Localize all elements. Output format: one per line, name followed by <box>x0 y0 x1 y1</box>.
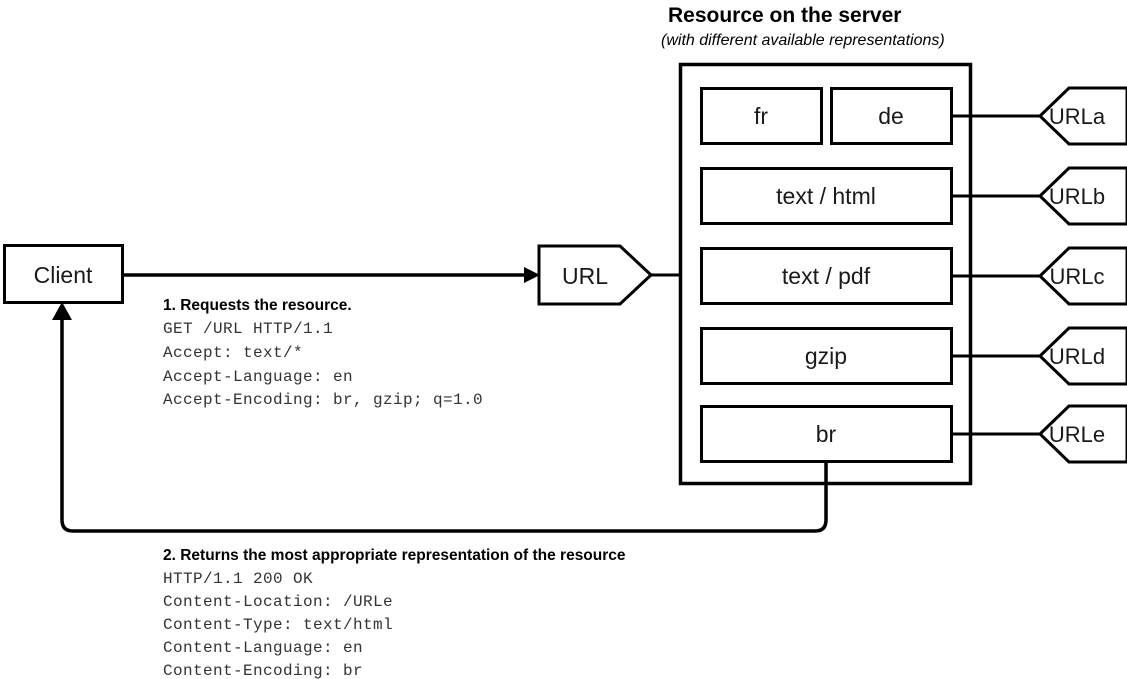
step-response-line-4: Content-Encoding: br <box>163 662 363 679</box>
diagram-title: Resource on the server <box>668 4 901 27</box>
url-tag-label-urle: URLe <box>1049 422 1105 447</box>
url-tag-shape-urlb[interactable] <box>1037 166 1127 226</box>
step-response-line-0: HTTP/1.1 200 OK <box>163 570 313 588</box>
representation-box-gzip[interactable] <box>700 327 953 385</box>
representation-label-gzip: gzip <box>805 343 847 369</box>
step-request-line-0: GET /URL HTTP/1.1 <box>163 320 333 338</box>
url-tag-label-urlc: URLc <box>1049 264 1104 289</box>
url-tag-label-urld: URLd <box>1049 344 1105 369</box>
diagram-subtitle: (with different available representation… <box>661 32 945 49</box>
representation-label-text-pdf: text / pdf <box>782 263 871 289</box>
step-response-line-1: Content-Location: /URLe <box>163 593 393 611</box>
request-arrowhead-icon <box>524 267 540 283</box>
step-response-line-3: Content-Language: en <box>163 639 363 657</box>
url-request-label: URL <box>562 263 608 289</box>
response-flow-line <box>60 314 828 533</box>
step-request-line-3: Accept-Encoding: br, gzip; q=1.0 <box>163 391 483 409</box>
step-request-line-2: Accept-Language: en <box>163 368 353 386</box>
step-request-line-1: Accept: text/* <box>163 344 303 362</box>
url-tag-shape-urle[interactable] <box>1037 404 1127 464</box>
representation-label-de: de <box>878 103 904 129</box>
representation-box-de[interactable] <box>830 87 953 145</box>
step-request-title: 1. Requests the resource. <box>163 297 352 314</box>
representation-box-text-pdf[interactable] <box>700 247 953 305</box>
step-response-line-2: Content-Type: text/html <box>163 616 393 634</box>
url-request-shape[interactable] <box>537 244 654 306</box>
step-response-title: 2. Returns the most appropriate represen… <box>163 547 626 564</box>
representation-label-br: br <box>816 421 837 447</box>
url-tag-label-urla: URLa <box>1049 104 1106 129</box>
url-tag-shape-urld[interactable] <box>1037 326 1127 386</box>
url-tag-shape-urlc[interactable] <box>1037 246 1127 306</box>
representation-label-text-html: text / html <box>776 183 876 209</box>
url-tag-label-urlb: URLb <box>1049 184 1105 209</box>
representation-box-fr[interactable] <box>700 87 823 145</box>
representation-box-br[interactable] <box>700 405 953 463</box>
client-label: Client <box>34 262 93 288</box>
url-tag-shape-urla[interactable] <box>1037 86 1127 146</box>
representation-label-fr: fr <box>754 103 768 129</box>
response-arrowhead-icon <box>52 302 72 320</box>
